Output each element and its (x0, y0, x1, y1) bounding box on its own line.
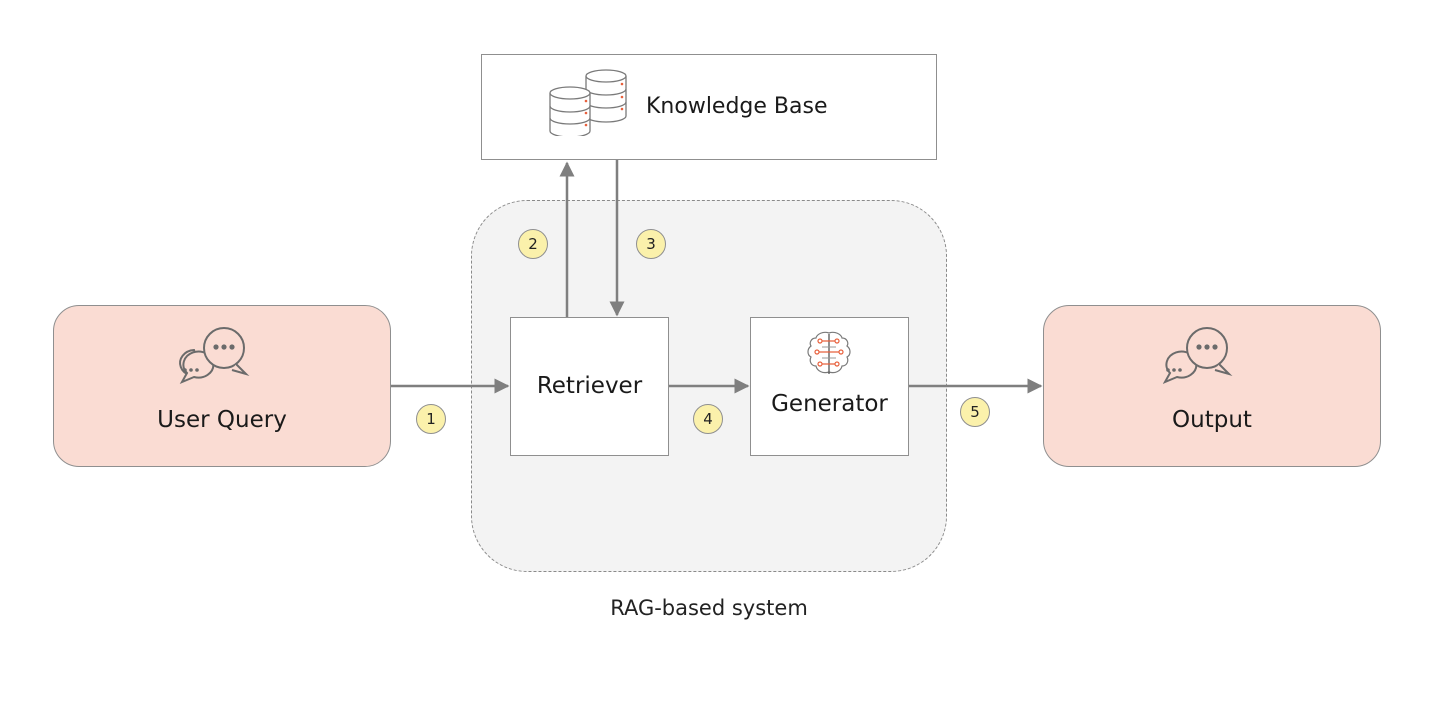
step-badge-3: 3 (636, 229, 666, 259)
retriever-node (510, 317, 669, 456)
database-stack-icon (549, 69, 627, 136)
generator-label: Generator (771, 391, 888, 417)
retriever-label: Retriever (536, 373, 643, 399)
brain-network-icon (807, 331, 851, 374)
user-query-label: User Query (157, 407, 287, 433)
chat-bubbles-icon (1162, 327, 1233, 385)
step-badge-4: 4 (693, 404, 723, 434)
step-badge-2: 2 (518, 229, 548, 259)
chat-bubbles-icon (179, 327, 250, 385)
step-badge-5: 5 (960, 397, 990, 427)
rag-system-label: RAG-based system (610, 596, 808, 620)
step-badge-1: 1 (416, 404, 446, 434)
knowledge-base-label: Knowledge Base (646, 94, 828, 119)
output-label: Output (1172, 407, 1252, 433)
